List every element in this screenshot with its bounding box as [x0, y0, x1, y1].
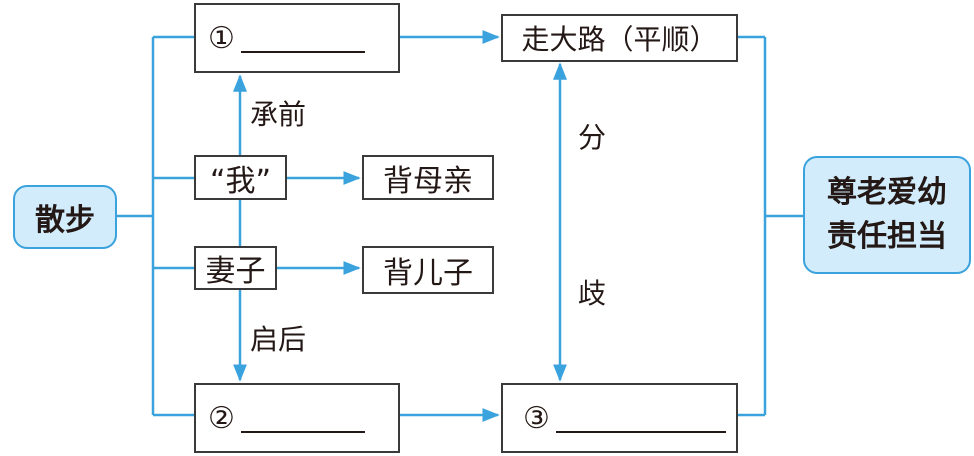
node-qizi: 妻子 [194, 246, 277, 290]
circled-number-2: ② [208, 400, 235, 436]
node-bei-erzi: 背儿子 [362, 246, 494, 294]
node-bei-erzi-label: 背儿子 [383, 256, 473, 291]
theme-node: 尊老爱幼 责任担当 [803, 156, 971, 274]
answer-blank-3 [555, 403, 726, 433]
blank-box-2: ② [194, 383, 400, 453]
topic-node-sanbu: 散步 [13, 185, 117, 249]
node-zoudalu: 走大路（平顺） [501, 14, 738, 62]
label-qihou: 启后 [250, 323, 307, 356]
answer-blank-2 [240, 403, 365, 433]
blank-box-1: ① [194, 3, 400, 73]
node-bei-muqin-label: 背母亲 [383, 163, 473, 199]
node-wo: “我” [194, 155, 287, 200]
node-qizi-label: 妻子 [205, 254, 266, 289]
label-qi: 歧 [578, 277, 607, 310]
topic-label: 散步 [35, 203, 95, 238]
node-bei-muqin: 背母亲 [362, 155, 494, 200]
blank-box-3: ③ [501, 383, 738, 453]
circled-number-1: ① [208, 20, 235, 56]
node-zoudalu-label: 走大路（平顺） [521, 23, 718, 56]
theme-line-1: 尊老爱幼 [827, 175, 947, 210]
node-wo-label: “我” [209, 163, 272, 199]
label-chengqian: 承前 [250, 98, 307, 131]
circled-number-3: ③ [523, 400, 550, 436]
label-fen: 分 [578, 121, 607, 154]
theme-line-2: 责任担当 [827, 219, 947, 254]
answer-blank-1 [240, 23, 365, 53]
